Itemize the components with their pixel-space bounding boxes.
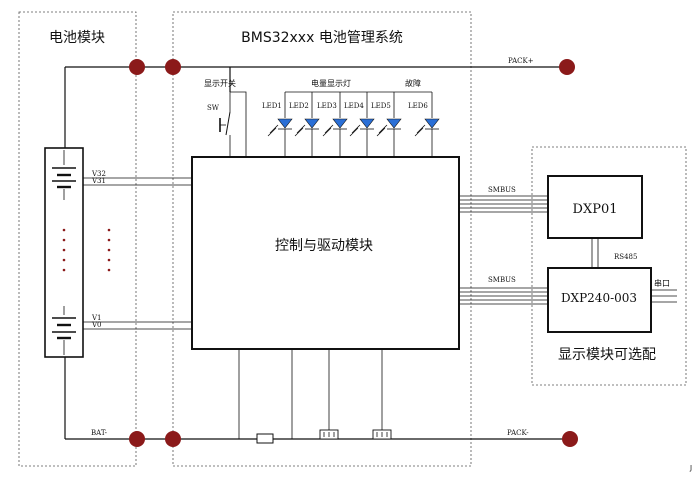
switch-contact-icon — [225, 111, 231, 136]
battery-ellipsis-dots — [62, 228, 66, 272]
pack-plus-terminal — [559, 59, 575, 75]
pack-minus-label: PACK- — [507, 429, 529, 437]
led4-icon — [349, 118, 375, 157]
smbus-bottom-bus — [459, 287, 548, 305]
battery-module-title: 电池模块 — [49, 30, 105, 46]
v32-label: V32 — [91, 170, 106, 178]
sense-resistor-icon — [256, 433, 274, 444]
charge-mosfet-icon — [372, 429, 392, 440]
dxp01-label: DXP01 — [573, 202, 618, 217]
v31-label: V31 — [91, 177, 106, 185]
fault-label: 故障 — [405, 78, 421, 88]
bat-minus-node-1 — [129, 431, 145, 447]
led6-icon — [414, 118, 440, 157]
battery-module-region — [18, 11, 137, 467]
discharge-mosfet-icon — [319, 429, 339, 440]
led2-icon — [294, 118, 320, 157]
led1-icon — [267, 118, 293, 157]
led3-label: LED3 — [317, 102, 337, 110]
bms-system-region — [172, 11, 472, 467]
sense-ellipsis-dots — [107, 228, 111, 272]
display-switch-label: 显示开关 — [204, 78, 236, 88]
smbus-top-label: SMBUS — [488, 186, 516, 194]
v1-label: V1 — [91, 314, 102, 322]
sw-label: SW — [207, 104, 220, 112]
led6-label: LED6 — [408, 102, 428, 110]
control-driver-label: 控制与驱动模块 — [275, 238, 373, 254]
led1-label: LED1 — [262, 102, 282, 110]
bat-minus-node-2 — [165, 431, 181, 447]
led5-label: LED5 — [371, 102, 391, 110]
smbus-top-bus — [459, 195, 548, 213]
display-module-title: 显示模块可选配 — [558, 347, 656, 363]
smbus-bottom-label: SMBUS — [488, 276, 516, 284]
pack-plus-node-1 — [129, 59, 145, 75]
battery-stack — [44, 147, 84, 358]
rs485-label: RS485 — [614, 253, 637, 261]
dxp240-label: DXP240-003 — [561, 291, 637, 305]
footer-mark: J — [689, 464, 692, 472]
display-module-region — [531, 146, 687, 386]
pack-plus-node-2 — [165, 59, 181, 75]
led-group-label: 电量显示灯 — [311, 78, 351, 88]
pack-minus-terminal — [562, 431, 578, 447]
switch-return-wire — [230, 91, 247, 157]
led3-icon — [322, 118, 348, 157]
bms-title: BMS32xxx 电池管理系统 — [241, 30, 403, 46]
serial-label: 串口 — [654, 279, 670, 288]
bat-minus-label: BAT- — [91, 429, 108, 437]
dxp01-module — [547, 175, 643, 239]
led2-label: LED2 — [289, 102, 309, 110]
pack-plus-label: PACK+ — [508, 57, 534, 65]
control-driver-module — [191, 156, 460, 350]
dxp240-module — [547, 267, 652, 333]
led4-label: LED4 — [344, 102, 364, 110]
v0-label: V0 — [91, 321, 102, 329]
led5-icon — [376, 118, 402, 157]
